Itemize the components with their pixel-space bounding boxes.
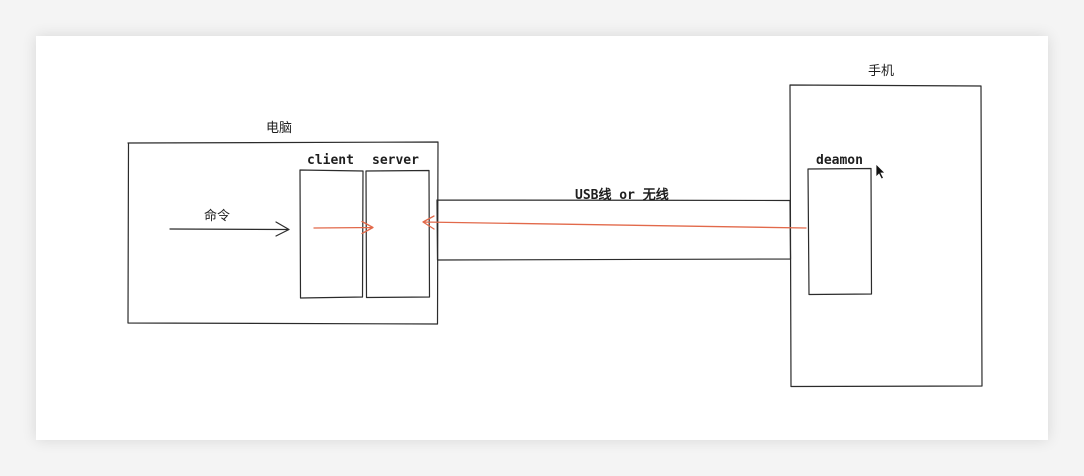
client-label: client <box>307 153 354 168</box>
daemon-to-server-arrow[interactable] <box>422 215 807 230</box>
client-box[interactable] <box>299 169 364 299</box>
server-box[interactable] <box>365 169 431 299</box>
client-to-server-arrow[interactable] <box>313 220 374 235</box>
mouse-pointer-icon <box>875 163 886 180</box>
server-label: server <box>372 153 419 168</box>
phone-label: 手机 <box>868 64 895 79</box>
drawing-sheet <box>36 36 1048 440</box>
daemon-label: deamon <box>816 153 863 168</box>
phone-box[interactable] <box>789 84 983 388</box>
daemon-box[interactable] <box>807 167 873 296</box>
connection-tube[interactable] <box>436 199 792 261</box>
command-label: 命令 <box>204 209 231 224</box>
connection-label: USB线 or 无线 <box>575 188 669 203</box>
computer-label: 电脑 <box>266 121 293 136</box>
command-arrow[interactable] <box>169 221 290 237</box>
